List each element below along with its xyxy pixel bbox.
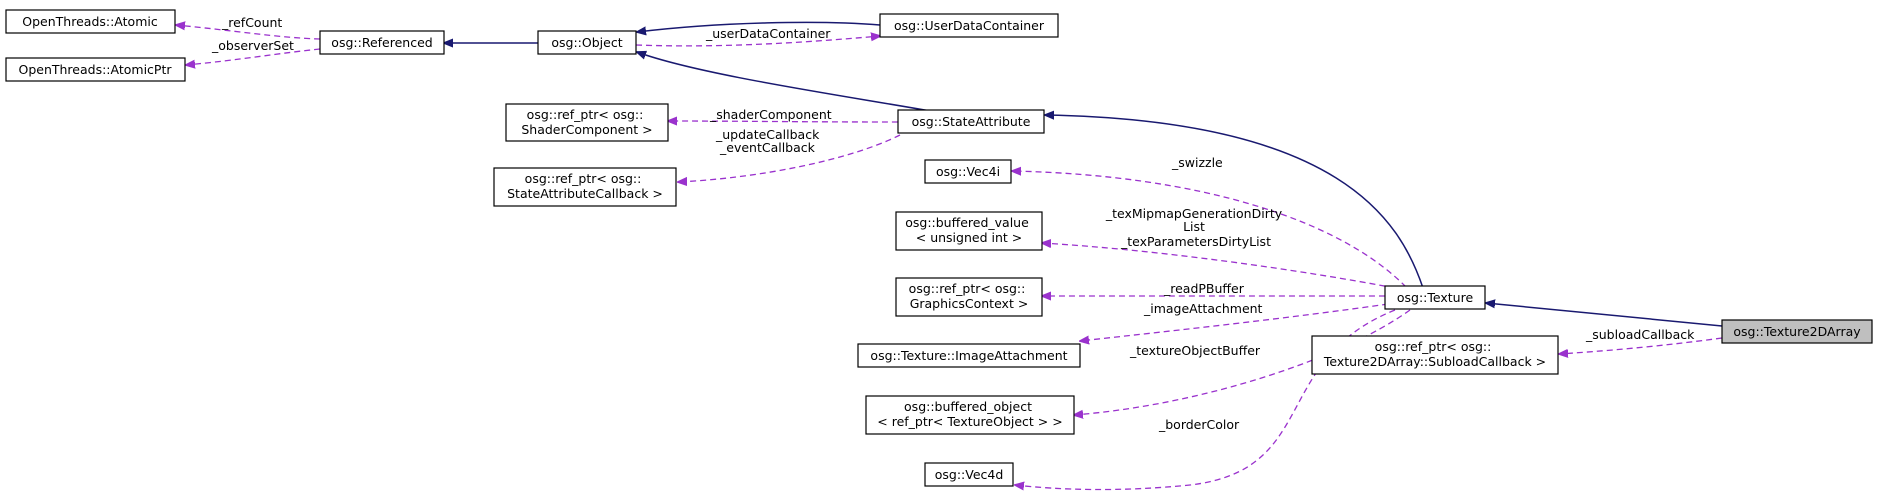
svg-text:osg::ref_ptr< osg:: Gr: osg::ref_ptr< osg:: GraphicsContext > [909,281,1030,311]
svg-text:OpenThreads::AtomicPtr: OpenThreads::AtomicPtr [18,62,172,77]
label-swizzle: _swizzle [1171,155,1223,170]
node-refptr-shadercomponent[interactable]: osg::ref_ptr< osg:: ShaderComponent > [505,103,669,142]
node-osg-vec4i[interactable]: osg::Vec4i [924,159,1012,184]
node-osg-texture2darray[interactable]: osg::Texture2DArray [1721,319,1873,344]
usage-edges [176,25,1723,490]
label-userdatacontainer: _userDataContainer [705,26,831,41]
svg-text:osg::Referenced: osg::Referenced [331,35,432,50]
svg-text:osg::buffered_object <: osg::buffered_object < ref_ptr< TextureO… [877,399,1062,429]
svg-text:osg::ref_ptr< osg:: St: osg::ref_ptr< osg:: StateAttributeCallba… [507,171,663,201]
edge-swizzle [1012,171,1407,288]
svg-text:osg::Object: osg::Object [551,35,622,50]
edge-labels: _refCount _observerSet _userDataContaine… [211,15,1695,432]
svg-text:osg::Texture: osg::Texture [1397,290,1474,305]
node-osg-userdatacontainer[interactable]: osg::UserDataContainer [879,13,1059,38]
node-osg-texture[interactable]: osg::Texture [1384,285,1486,310]
edge-imageattachment [1080,303,1389,341]
node-osg-referenced[interactable]: osg::Referenced [319,30,445,55]
edge-shadercomponent [668,121,899,122]
node-texture-imageattachment[interactable]: osg::Texture::ImageAttachment [857,343,1081,368]
edge-dirtylists [1042,243,1396,289]
edge-stateattribute-to-object [637,52,937,113]
edge-userdatacontainer [635,36,880,47]
node-openthreads-atomic[interactable]: OpenThreads::Atomic [5,9,176,34]
node-refptr-subloadcallback[interactable]: osg::ref_ptr< osg:: Texture2DArray::Subl… [1311,335,1559,375]
label-textureobjectbuffer: _textureObjectBuffer [1129,343,1261,358]
label-subloadcallback: _subloadCallback [1585,327,1695,342]
node-refptr-graphicscontext[interactable]: osg::ref_ptr< osg:: GraphicsContext > [895,277,1043,317]
node-openthreads-atomicptr[interactable]: OpenThreads::AtomicPtr [5,57,186,82]
label-bordercolor: _borderColor [1158,417,1240,432]
edge-subloadcallback [1559,337,1723,354]
label-shadercomponent: _shaderComponent [709,107,832,122]
svg-text:osg::StateAttribute: osg::StateAttribute [912,114,1031,129]
label-refcount: _refCount [221,15,282,30]
label-imageattachment: _imageAttachment [1143,301,1263,316]
edge-callbacks [678,134,901,182]
inheritance-edges [444,21,1723,327]
edge-texture-to-stateattribute [1045,115,1424,289]
svg-text:osg::Vec4d: osg::Vec4d [935,467,1004,482]
node-buffered-value[interactable]: osg::buffered_value < unsigned int > [895,211,1043,251]
svg-text:osg::buffered_value <: osg::buffered_value < unsigned int > [905,215,1033,245]
svg-text:osg::Texture2DArray: osg::Texture2DArray [1733,324,1861,339]
edge-refcount [176,25,321,40]
node-osg-vec4d[interactable]: osg::Vec4d [924,462,1014,487]
nodes: OpenThreads::Atomic OpenThreads::AtomicP… [5,9,1873,487]
label-callbacks: _updateCallback _eventCallback [715,127,823,155]
label-observerset: _observerSet [211,38,294,53]
svg-text:osg::ref_ptr< osg:: Sh: osg::ref_ptr< osg:: ShaderComponent > [521,107,652,137]
edge-observerset [186,48,321,65]
svg-text:osg::UserDataContainer: osg::UserDataContainer [894,18,1045,33]
label-readpbuffer: _readPBuffer [1163,281,1245,296]
edge-textureobjectbuffer [1074,309,1411,415]
node-osg-object[interactable]: osg::Object [537,30,637,55]
svg-text:osg::ref_ptr< osg:: Te: osg::ref_ptr< osg:: Texture2DArray::Subl… [1323,339,1546,369]
edge-userdatacontainer-to-object [637,21,881,32]
node-buffered-object[interactable]: osg::buffered_object < ref_ptr< TextureO… [865,395,1075,435]
svg-text:osg::Vec4i: osg::Vec4i [936,164,1000,179]
node-osg-stateattribute[interactable]: osg::StateAttribute [897,109,1045,134]
edge-texture2darray-to-texture [1486,303,1723,327]
svg-text:osg::Texture::ImageAttachment: osg::Texture::ImageAttachment [870,348,1067,363]
label-dirtylists: _texMipmapGenerationDirty List _texParam… [1105,206,1286,249]
node-refptr-stateattributecallback[interactable]: osg::ref_ptr< osg:: StateAttributeCallba… [493,167,677,207]
svg-text:OpenThreads::Atomic: OpenThreads::Atomic [22,14,158,29]
